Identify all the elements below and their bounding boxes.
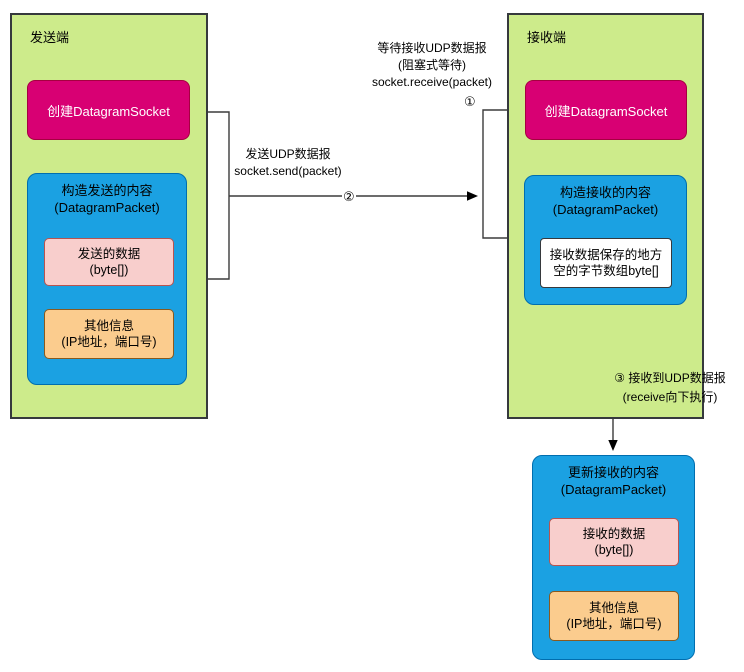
updated-info-line1: 其他信息	[588, 601, 639, 615]
updated-info-line2: (IP地址，端口号)	[566, 617, 662, 631]
receiver-packet-title-line1: 构造接收的内容	[559, 185, 651, 200]
sender-title: 发送端	[30, 30, 70, 45]
sender-packet-node: 构造发送的内容 (DatagramPacket) 发送的数据 (byte[]) …	[27, 173, 187, 385]
sender-info-node: 其他信息 (IP地址，端口号)	[44, 309, 174, 359]
wait-receive-line2: (阻塞式等待)	[398, 58, 466, 72]
receiver-create-socket-label: 创建DatagramSocket	[544, 103, 668, 119]
receiver-buffer-line1: 接收数据保存的地方	[549, 248, 663, 262]
updated-packet-title-line1: 更新接收的内容	[567, 465, 659, 480]
received-line2: (receive向下执行)	[622, 390, 718, 404]
sender-create-socket-label: 创建DatagramSocket	[47, 103, 170, 119]
receiver-buffer-node: 接收数据保存的地方 空的字节数组byte[]	[540, 238, 672, 288]
send-arrowhead-icon	[467, 191, 478, 201]
receiver-packet-node: 构造接收的内容 (DatagramPacket) 接收数据保存的地方 空的字节数…	[524, 175, 687, 305]
sender-data-line2: (byte[])	[89, 263, 129, 277]
wait-receive-line1: 等待接收UDP数据报	[377, 41, 487, 55]
sender-data-node: 发送的数据 (byte[])	[44, 238, 174, 286]
sender-packet-title-line1: 构造发送的内容	[61, 183, 153, 198]
sender-create-socket-node: 创建DatagramSocket	[27, 80, 190, 140]
received-line1: ③ 接收到UDP数据报	[614, 371, 726, 385]
step2-badge: ②	[342, 189, 356, 204]
receiver-buffer-line2: 空的字节数组byte[]	[553, 264, 659, 278]
wait-receive-label: 等待接收UDP数据报 (阻塞式等待) socket.receive(packet…	[356, 40, 508, 91]
send-line2: socket.send(packet)	[234, 164, 342, 178]
receiver-title: 接收端	[527, 30, 567, 45]
wait-receive-line3: socket.receive(packet)	[371, 75, 493, 89]
updated-data-line2: (byte[])	[594, 543, 634, 557]
sender-packet-title-line2: (DatagramPacket)	[54, 200, 160, 215]
updated-packet-title-line2: (DatagramPacket)	[560, 482, 667, 497]
received-label: ③ 接收到UDP数据报 (receive向下执行)	[596, 369, 744, 407]
receive-arrowhead-icon	[608, 440, 618, 451]
send-line1: 发送UDP数据报	[245, 147, 331, 161]
updated-packet-node: 更新接收的内容 (DatagramPacket) 接收的数据 (byte[]) …	[532, 455, 695, 660]
sender-info-line1: 其他信息	[83, 319, 134, 333]
updated-data-node: 接收的数据 (byte[])	[549, 518, 679, 566]
sender-data-line1: 发送的数据	[77, 247, 141, 261]
receiver-packet-title: 构造接收的内容 (DatagramPacket)	[525, 176, 686, 218]
send-label: 发送UDP数据报 socket.send(packet)	[218, 146, 358, 180]
receiver-create-socket-node: 创建DatagramSocket	[525, 80, 687, 140]
updated-info-node: 其他信息 (IP地址，端口号)	[549, 591, 679, 641]
receiver-packet-title-line2: (DatagramPacket)	[552, 202, 659, 217]
updated-packet-title: 更新接收的内容 (DatagramPacket)	[533, 456, 694, 498]
sender-packet-title: 构造发送的内容 (DatagramPacket)	[28, 174, 186, 216]
step1-badge: ①	[463, 94, 477, 109]
updated-data-line1: 接收的数据	[582, 527, 646, 541]
sender-info-line2: (IP地址，端口号)	[61, 335, 157, 349]
